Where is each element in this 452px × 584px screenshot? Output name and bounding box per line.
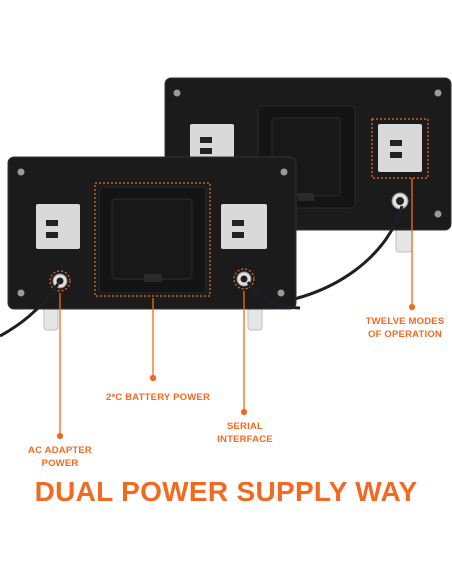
back-battery-tab: [298, 193, 314, 200]
modes-callout-line2: OF OPERATION: [367, 329, 442, 340]
screw-icon: [17, 289, 25, 297]
leader-dot-icon: [56, 432, 64, 440]
serial-callout: SERIAL INTERFACE: [200, 420, 290, 446]
serial-callout-line1: SERIAL: [226, 421, 264, 432]
switch-icon: [200, 148, 212, 154]
switch-icon: [390, 152, 402, 158]
modes-callout: TWELVE MODES OF OPERATION: [358, 315, 452, 341]
screw-icon: [434, 210, 442, 218]
leader-dot-icon: [408, 303, 416, 311]
front-battery-latch: [144, 274, 162, 282]
switch-icon: [232, 220, 244, 226]
front-switch-panel-right: [221, 204, 267, 249]
serial-callout-line2: INTERFACE: [217, 434, 273, 445]
battery-callout: 2*C BATTERY POWER: [98, 391, 218, 404]
front-serial-cable: [246, 281, 301, 310]
leader-dot-icon: [149, 374, 157, 382]
port-hole-icon: [240, 275, 248, 283]
port-hole-icon: [396, 197, 404, 205]
screw-icon: [434, 89, 442, 97]
screw-icon: [280, 168, 288, 176]
headline: DUAL POWER SUPPLY WAY: [34, 476, 418, 507]
port-hole-icon: [56, 277, 64, 285]
ac-callout: AC ADAPTER POWER: [14, 444, 106, 470]
switch-icon: [200, 137, 212, 143]
battery-callout-text: 2*C BATTERY POWER: [105, 392, 211, 403]
screw-icon: [173, 89, 181, 97]
callout-leaders: [56, 178, 416, 440]
screw-icon: [277, 289, 285, 297]
modes-callout-line1: TWELVE MODES: [365, 316, 445, 327]
serial-port-highlight: [233, 268, 255, 290]
ac-port-highlight: [49, 270, 71, 292]
front-device: [7, 156, 297, 331]
screw-icon: [17, 168, 25, 176]
switch-icon: [390, 140, 402, 146]
switch-icon: [232, 232, 244, 238]
front-switch-panel-left: [36, 204, 80, 249]
switch-icon: [46, 220, 58, 226]
switch-icon: [46, 232, 58, 238]
ac-adapter-cable: [0, 283, 60, 338]
back-switch-panel-right: [378, 124, 422, 172]
ac-callout-line1: AC ADAPTER: [28, 445, 92, 456]
front-battery-cover: [111, 198, 193, 280]
leader-dot-icon: [240, 408, 248, 416]
modes-highlight-box: [371, 118, 429, 179]
ac-callout-line2: POWER: [41, 458, 79, 469]
battery-highlight-box: [94, 182, 211, 297]
